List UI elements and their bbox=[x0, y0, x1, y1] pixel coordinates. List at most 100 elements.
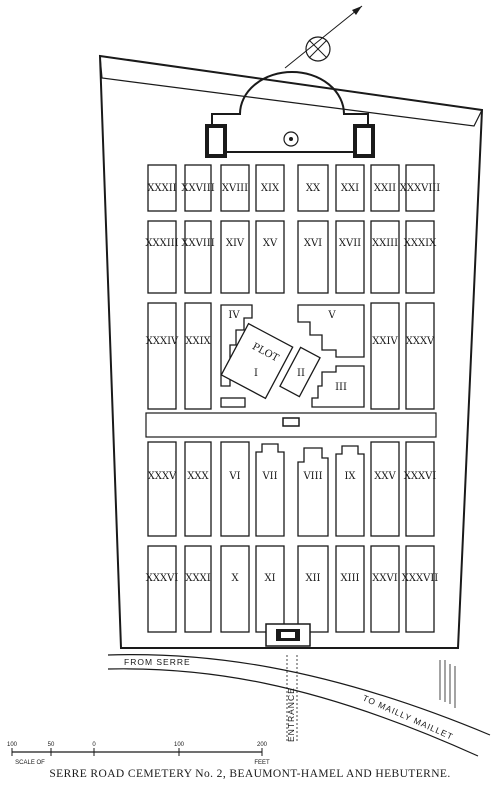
scale-tick-label: 100 bbox=[174, 742, 185, 748]
plot bbox=[297, 220, 329, 294]
plot-label: XXXVI bbox=[146, 573, 179, 584]
north-arrow-icon bbox=[284, 5, 363, 69]
plot-label: XXX bbox=[187, 471, 209, 482]
plot bbox=[370, 302, 400, 410]
plot bbox=[335, 545, 365, 633]
scale-tick-label: 100 bbox=[7, 742, 18, 748]
scale-tick-label: 50 bbox=[48, 742, 55, 748]
plot-iii bbox=[311, 365, 365, 408]
plot-row-4: XXXV XXX VI VII VIII IX XXV XXXVI bbox=[147, 441, 437, 537]
plot-label: XXVIII bbox=[181, 183, 214, 194]
road: FROM SERRE TO MAILLY MAILLET ENTRANCE bbox=[107, 653, 491, 757]
plot-label: XVIII bbox=[222, 183, 248, 194]
plot-label: XXXIV bbox=[146, 336, 179, 347]
scale-tick-label: 200 bbox=[257, 742, 268, 748]
plot bbox=[335, 220, 365, 294]
plot-label: XIX bbox=[261, 183, 280, 194]
plot-label: XXXIII bbox=[145, 238, 178, 249]
plot-label: XXXVI bbox=[404, 471, 437, 482]
plot-label: II bbox=[297, 368, 305, 379]
entrance-label: ENTRANCE bbox=[286, 687, 296, 742]
plot bbox=[147, 220, 177, 294]
plot bbox=[147, 545, 177, 633]
plot-iv-annex bbox=[220, 397, 246, 408]
plot-label: XXXVII bbox=[402, 573, 439, 584]
plot-label: XXVI bbox=[372, 573, 397, 584]
plot-label: XXXI bbox=[185, 573, 210, 584]
plot bbox=[255, 545, 285, 633]
north-wall-strip bbox=[99, 55, 483, 127]
plot bbox=[220, 441, 250, 537]
stone-of-remembrance bbox=[282, 417, 300, 427]
plot-label: XXIX bbox=[185, 336, 211, 347]
plot bbox=[184, 441, 212, 537]
plot-label: XXXIX bbox=[404, 238, 437, 249]
plot-label: XXII bbox=[374, 183, 396, 194]
plot-label: III bbox=[335, 382, 347, 393]
plot bbox=[335, 445, 365, 537]
plot-label: VII bbox=[261, 471, 277, 482]
plot-label: XV bbox=[263, 238, 278, 249]
plot-label: XVII bbox=[339, 238, 361, 249]
plot bbox=[147, 164, 177, 212]
plot-label: XXI bbox=[341, 183, 359, 194]
plot bbox=[255, 443, 285, 537]
plot bbox=[297, 545, 329, 633]
plot-label: XXXV bbox=[148, 471, 177, 482]
scale-bar: 100 50 0 100 200 SCALE OF FEET bbox=[7, 742, 270, 766]
plot bbox=[147, 441, 177, 537]
plot bbox=[184, 545, 212, 633]
scale-tick-label: 0 bbox=[92, 742, 96, 748]
plot-label: XXV bbox=[374, 471, 396, 482]
plot-row-5: XXXVI XXXI X XI XII XIII XXVI XXXVII bbox=[146, 545, 439, 633]
plot-row-2: XXXIII XXVIII XIV XV XVI XVII XXIII XXXI… bbox=[145, 220, 437, 294]
plot bbox=[405, 545, 435, 633]
plot bbox=[297, 447, 329, 537]
plot bbox=[220, 220, 250, 294]
plot-label: IV bbox=[228, 310, 240, 321]
plot bbox=[370, 545, 400, 633]
plot bbox=[255, 220, 285, 294]
plot-row-3: XXXIV XXIX XXIV XXXV bbox=[146, 302, 435, 410]
plot bbox=[184, 164, 212, 212]
plot-label: XIII bbox=[341, 573, 360, 584]
plot-label: I bbox=[254, 368, 258, 379]
plot-v bbox=[297, 304, 365, 358]
plot-label: XXXII bbox=[147, 183, 176, 194]
plot-ii bbox=[279, 346, 321, 398]
central-path bbox=[145, 412, 437, 438]
scale-of-label: SCALE OF bbox=[15, 760, 45, 766]
plot-label: XXXV bbox=[406, 336, 435, 347]
plot bbox=[370, 220, 400, 294]
plot bbox=[220, 164, 250, 212]
plot-label: XX bbox=[306, 183, 321, 194]
plot bbox=[335, 164, 365, 212]
plot bbox=[405, 164, 435, 212]
plot bbox=[147, 302, 177, 410]
plot bbox=[370, 441, 400, 537]
plot bbox=[405, 302, 435, 410]
plot-label: V bbox=[327, 310, 336, 321]
plot-label: X bbox=[231, 573, 239, 584]
plot bbox=[184, 220, 212, 294]
plot bbox=[297, 164, 329, 212]
shelter-building bbox=[205, 71, 375, 158]
entrance-building bbox=[265, 623, 311, 647]
plot-i bbox=[220, 322, 294, 400]
map-caption: SERRE ROAD CEMETERY No. 2, BEAUMONT-HAME… bbox=[49, 768, 451, 780]
plot-label: VI bbox=[228, 471, 240, 482]
plot-label: XII bbox=[305, 573, 320, 584]
plot-label: VIII bbox=[302, 471, 322, 482]
plot bbox=[220, 545, 250, 633]
plot bbox=[405, 441, 435, 537]
plot bbox=[405, 220, 435, 294]
to-mailly-maillet-label: TO MAILLY MAILLET bbox=[361, 693, 455, 742]
plot-label: XXIV bbox=[372, 336, 398, 347]
plot-label: XI bbox=[264, 573, 275, 584]
plot-label: IX bbox=[344, 471, 356, 482]
feet-label: FEET bbox=[254, 760, 270, 766]
from-serre-label: FROM SERRE bbox=[124, 657, 191, 667]
plot-label: XXIII bbox=[372, 238, 398, 249]
plot-label: XVI bbox=[304, 238, 322, 249]
